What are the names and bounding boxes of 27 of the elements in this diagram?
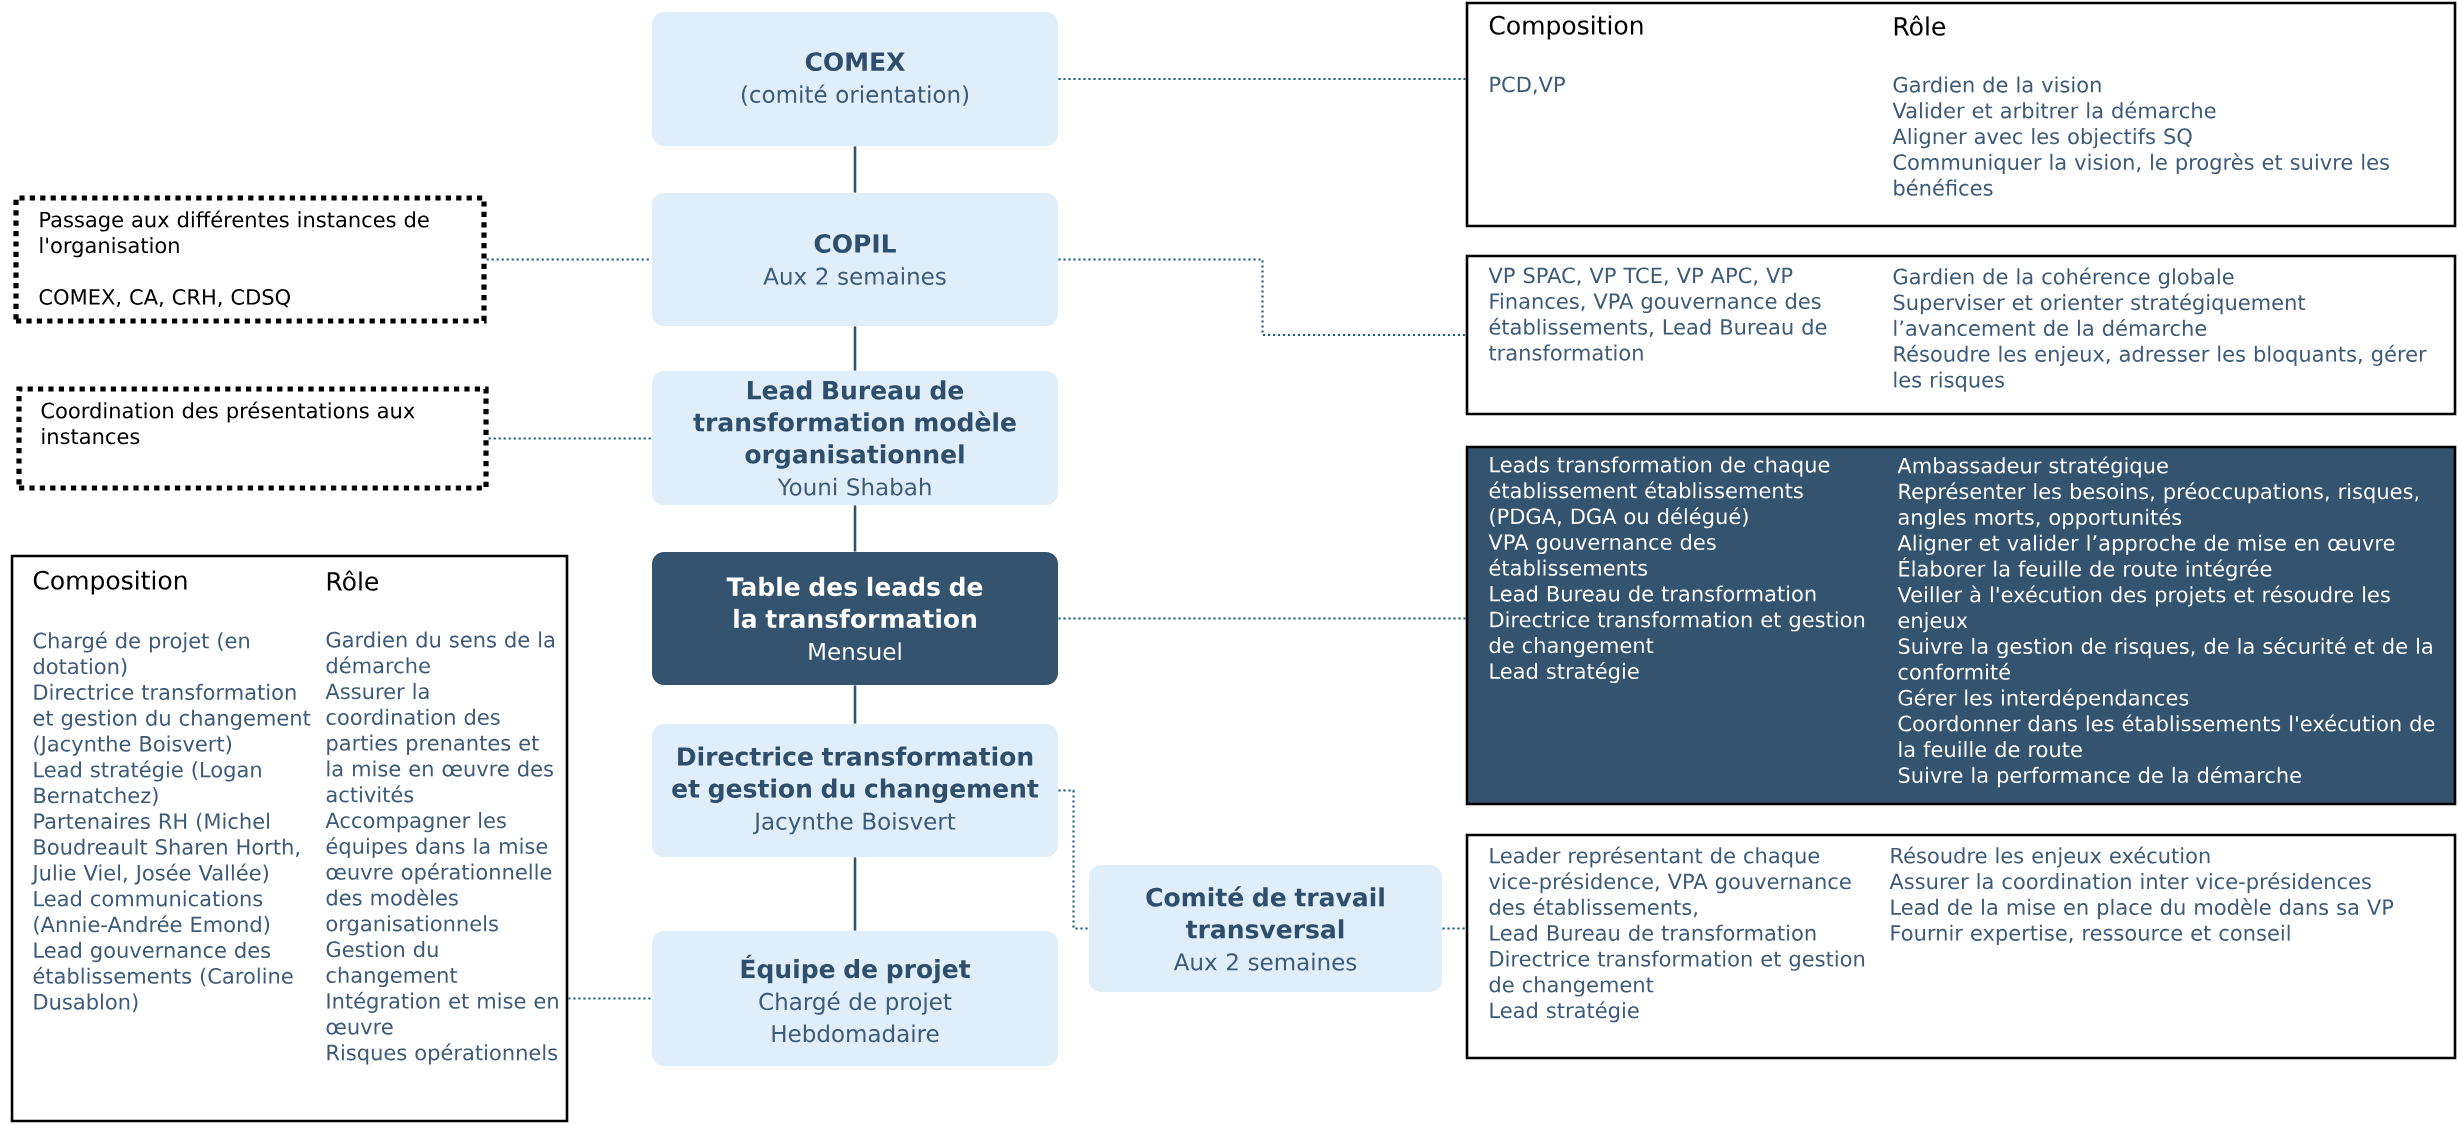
committee-box: COMEX (comité orientation) (652, 12, 1058, 146)
connector-line (853, 146, 857, 193)
info-panel: VP SPAC, VP TCE, VP APC, VP Finances, VPA gouvernance des établissements, Lead Bureau de transformation Gardien de la cohérence globale Superviser et orienter stratégiquement l’avancement de la démarche Résoudre les enjeux, adresser les bloquants, gérer les risques (1465, 254, 2457, 416)
connector-line (1058, 258, 1466, 337)
committee-box: Directrice transformation et gestion du changement Jacynthe Boisvert (652, 724, 1058, 857)
info-panel: Leads transformation de chaque établissement établissements (PDGA, DGA ou délégué) VPA gouvernance des établissements Lead Bureau de transformation Directrice transformation et gestion de changement Lead stratégie Ambassadeur stratégique Représenter les besoins, préoccupations, risques, angles morts, opportunités Aligner et valider l’approche de mise en œuvre Élaborer la feuille de route intégrée Veiller à l'exécution des projets et résoudre les enjeux Suivre la gestion de risques, de la sécurité et de la conformité Gérer les interdépendances Coordonner dans les établissements l'exécution de la feuille de route Suivre la performance de la démarche (1465, 445, 2457, 806)
connector-line (486, 258, 652, 261)
committee-box: COPIL Aux 2 semaines (652, 193, 1058, 326)
connector-line (853, 685, 857, 724)
committee-box: Équipe de projet Chargé de projet Hebdomadaire (652, 931, 1058, 1066)
connector-line (853, 857, 857, 931)
note-box: Passage aux différentes instances de l'organisation COMEX, CA, CRH, CDSQ (13, 195, 487, 324)
info-panel: Composition Rôle PCD,VP Gardien de la vision Valider et arbitrer la démarche Aligner avec les objectifs SQ Communiquer la vision, le progrès et suivre les bénéfices (1465, 1, 2457, 228)
committee-box: Comité de travail transversal Aux 2 semaines (1089, 865, 1442, 992)
connector-line (568, 997, 652, 1000)
connector-line (1442, 927, 1466, 930)
connector-line (853, 326, 857, 371)
info-panel: Composition Rôle Chargé de projet (en dotation) Directrice transformation et gestion du changement (Jacynthe Boisvert) Lead stratégie (Logan Bernatchez) Partenaires RH (Michel Boudreault Sharen Horth, Julie Viel, Josée Vallée) Lead communications (Annie-Andrée Emond) Lead gouvernance des établissements (Caroline Dusablon) Gardien du sens de la démarche Assurer la coordination des parties prenantes et la mise en œuvre des activités Accompagner les équipes dans la mise œuvre opérationnelle des modèles organisationnels Gestion du changement Intégration et mise en œuvre Risques opérationnels (10, 554, 569, 1123)
note-box: Coordination des présentations aux instances (16, 386, 489, 491)
connector-line (1058, 617, 1466, 620)
connector-line (1058, 77, 1466, 81)
info-panel: Leader représentant de chaque vice-présidence, VPA gouvernance des établissements, Lead Bureau de transformation Directrice transformation et gestion de changement Lead stratégie Résoudre les enjeux exécution Assurer la coordination inter vice-présidences Lead de la mise en place du modèle dans sa VP Fournir expertise, ressource et conseil (1465, 833, 2457, 1060)
connector-line (853, 505, 857, 552)
connector-line (1058, 789, 1089, 930)
committee-box: Lead Bureau de transformation modèle organisationnel Youni Shabah (652, 371, 1058, 505)
connector-line (488, 437, 652, 440)
committee-box: Table des leads de la transformation Mensuel (652, 552, 1058, 685)
